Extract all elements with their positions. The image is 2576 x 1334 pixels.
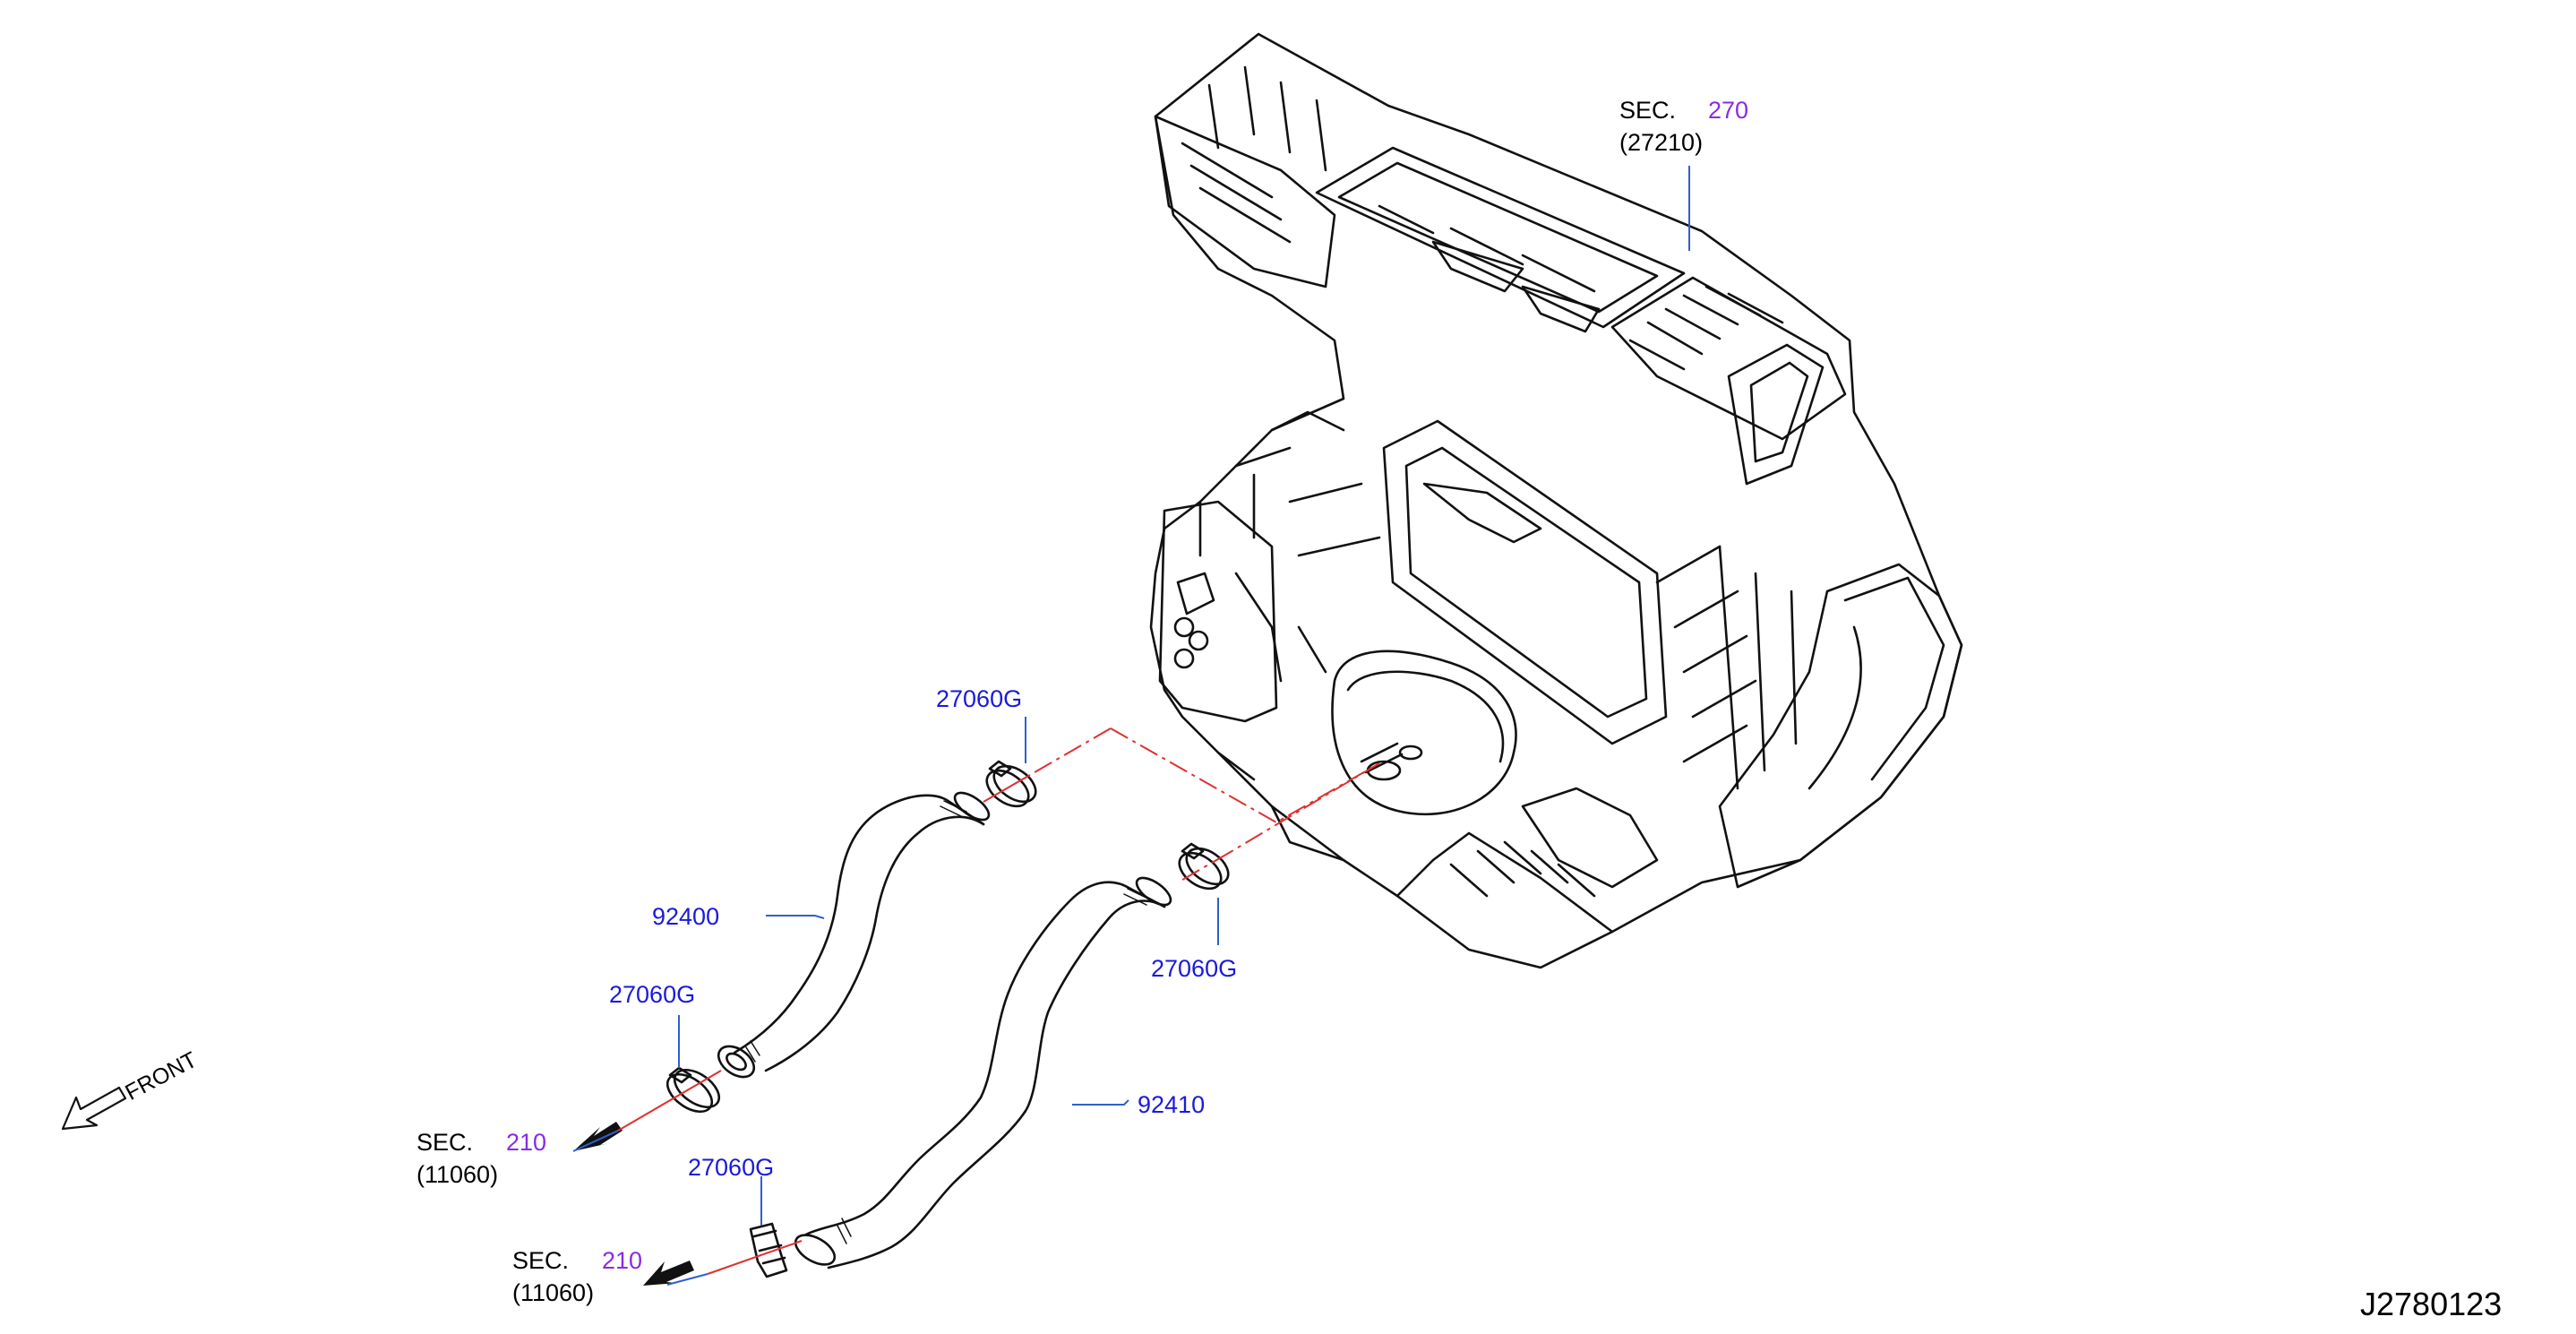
part-label-clamp-right[interactable]: 27060G [1151,955,1238,982]
hose-92400[interactable] [713,787,993,1083]
sec210-lower-arrow [643,1261,694,1286]
sec210-lower-prefix: SEC. [512,1247,570,1274]
clamp-top[interactable] [981,759,1043,813]
sec270-number-link[interactable]: 270 [1708,97,1749,124]
clamp-left[interactable] [661,1063,726,1119]
part-label-clamp-top[interactable]: 27060G [936,685,1023,712]
part-label-hose-outlet[interactable]: 92410 [1138,1091,1206,1118]
sec210-upper-arrow [573,1122,623,1151]
hose-92410[interactable] [791,873,1175,1270]
sec210-lower-number-link[interactable]: 210 [602,1247,643,1274]
part-label-clamp-bottom[interactable]: 27060G [688,1154,775,1181]
heater-unit-assembly[interactable] [1149,32,1963,969]
sec210-upper-prefix: SEC. [416,1129,474,1156]
diagram-code: J2780123 [2360,1286,2503,1322]
leader-lines [572,166,1690,1286]
clamp-right[interactable] [1173,841,1235,896]
part-label-hose-inlet[interactable]: 92400 [652,903,720,930]
sec210-upper-code: (11060) [416,1161,499,1188]
sec210-lower-code: (11060) [512,1279,595,1306]
sec210-upper-number-link[interactable]: 210 [506,1129,547,1156]
sec270-prefix: SEC. [1619,97,1677,124]
clamp-bottom[interactable] [749,1222,788,1278]
part-label-clamp-left[interactable]: 27060G [609,981,696,1008]
sec270-code: (27210) [1619,129,1704,156]
front-arrow-icon [61,1086,127,1131]
centerlines [617,727,1380,1275]
